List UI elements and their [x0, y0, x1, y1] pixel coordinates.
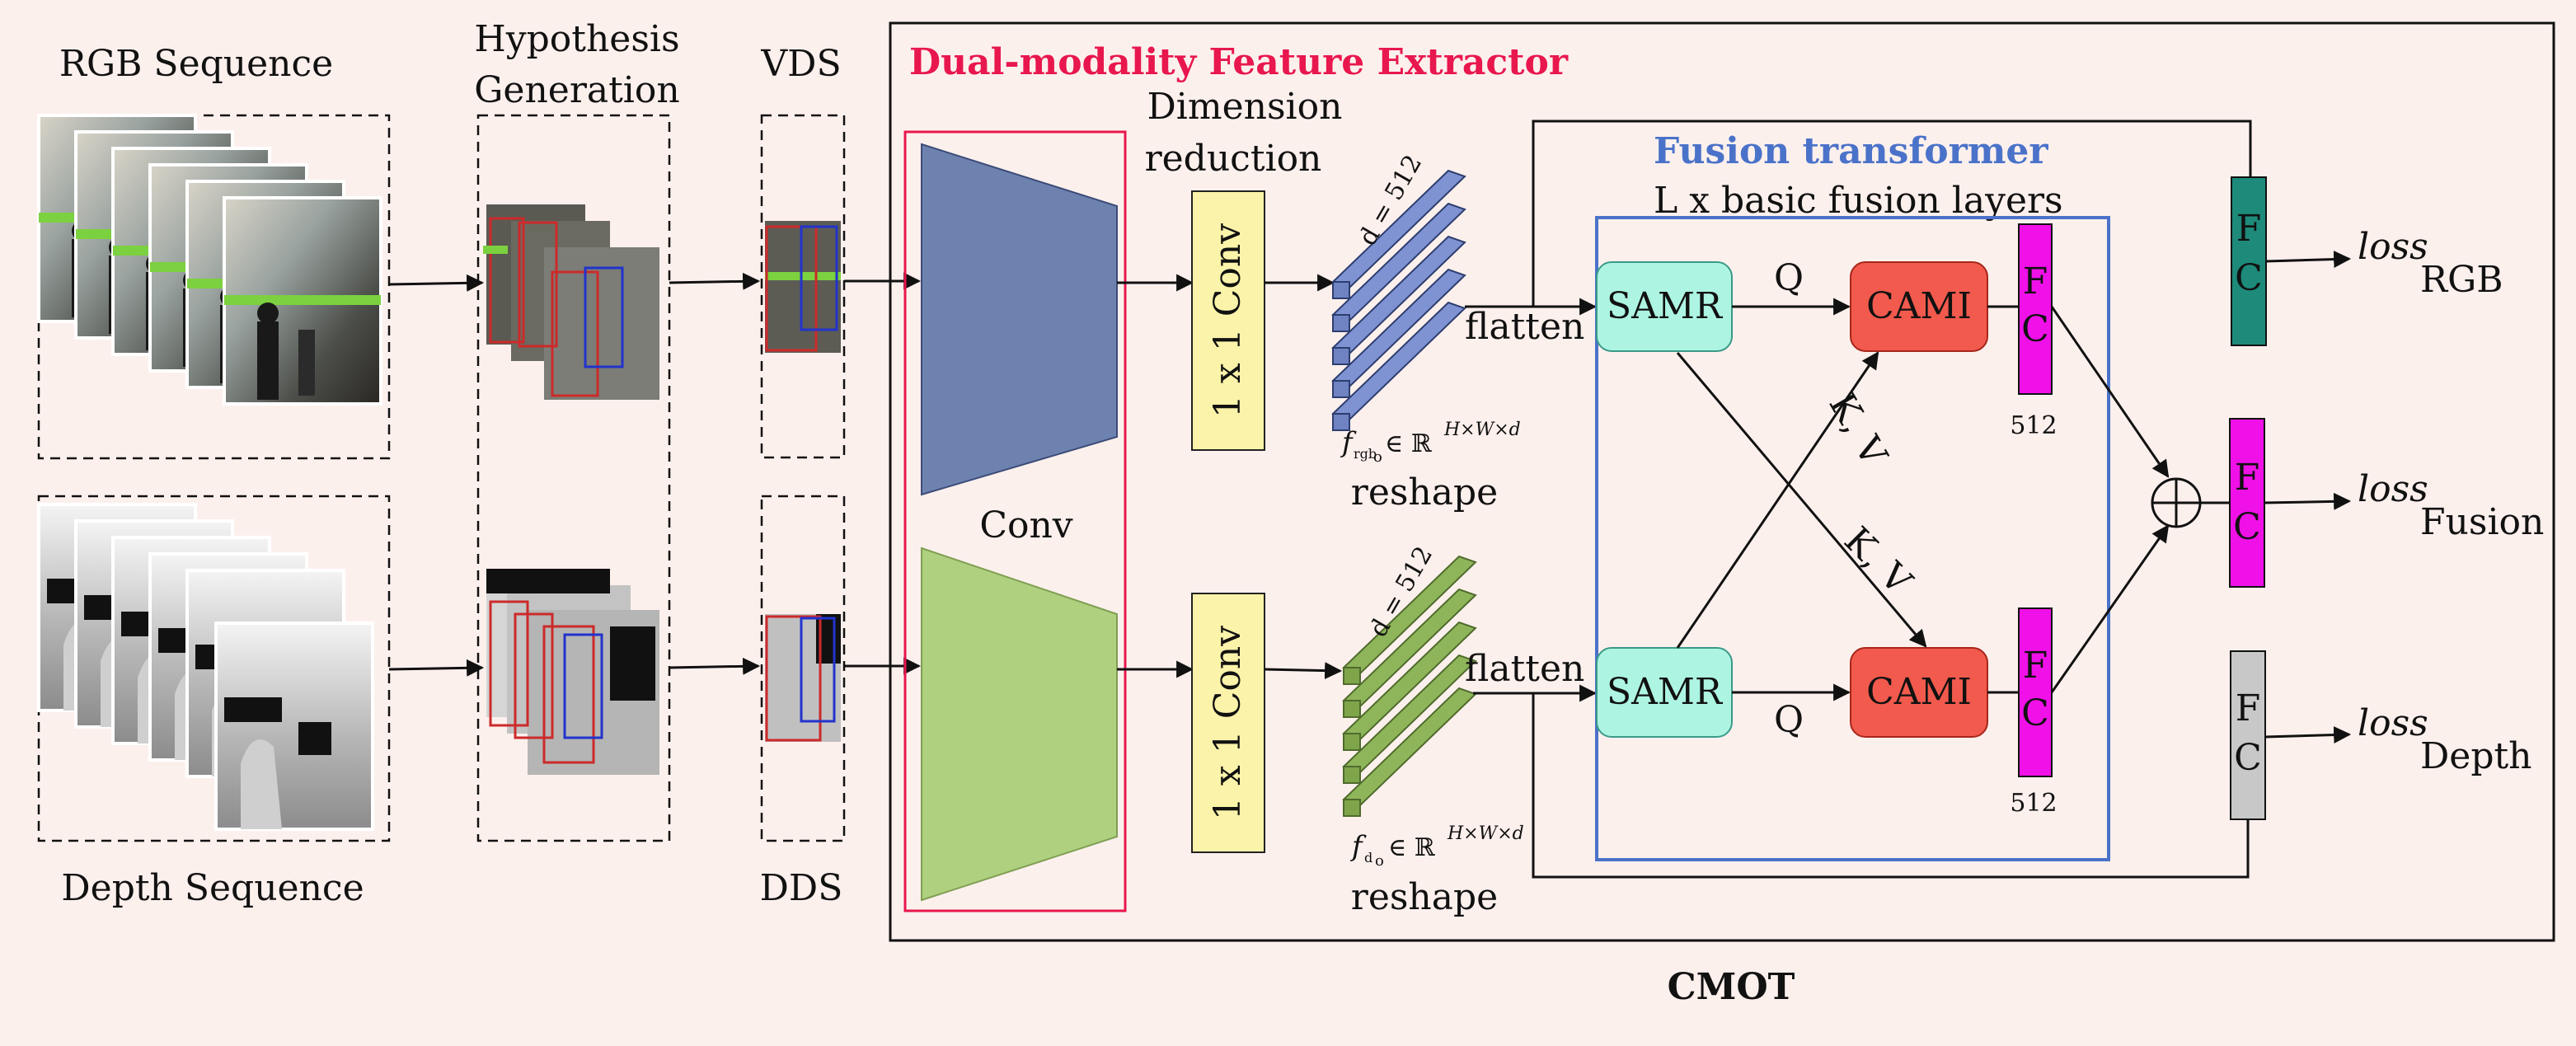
loss-rgb-label: loss	[2358, 226, 2428, 268]
conv1x1-depth-label: 1 x 1 Conv	[1207, 626, 1249, 820]
arrow-depth-to-hypothesis	[388, 659, 485, 677]
depth-sequence-label: Depth Sequence	[61, 867, 364, 909]
loss-depth-sub: Depth	[2420, 735, 2532, 777]
kv-lower-label: K, V	[1836, 519, 1920, 603]
q-depth-label: Q	[1774, 699, 1804, 741]
rgb-frame-stack	[37, 114, 382, 406]
reshape-depth-label: reshape	[1351, 876, 1498, 918]
svg-text:d: d	[1364, 850, 1372, 865]
kv-upper-label: K, V	[1820, 386, 1895, 474]
rgb-hypothesis-crops	[483, 204, 659, 400]
fc-fusion-out-block	[2229, 418, 2265, 588]
fc-rgb-out-c: C	[2235, 257, 2263, 299]
arrow-loss-fusion	[2264, 492, 2352, 510]
fc-depth-512-f: F	[2023, 645, 2048, 687]
vds-crop	[765, 221, 841, 353]
f-rgb-notation: f rgb o ∈ ℝ H×W×d	[1340, 420, 1521, 466]
dds-crop	[765, 614, 841, 742]
fc-rgb-512-block	[2018, 223, 2053, 395]
fc-rgb-out-block	[2231, 176, 2267, 346]
vds-box	[760, 114, 846, 459]
samr-depth-label: SAMR	[1607, 671, 1724, 713]
svg-text:rgb: rgb	[1354, 446, 1377, 462]
extractor-box	[903, 130, 1127, 912]
hypothesis-label-line1: Hypothesis	[474, 18, 679, 60]
fc-depth-out-block	[2230, 650, 2266, 820]
svg-text:o: o	[1373, 448, 1382, 466]
sum-icon	[2151, 477, 2202, 528]
dds-label: DDS	[760, 867, 843, 909]
q-rgb-label: Q	[1774, 257, 1804, 299]
loss-depth-label: loss	[2358, 702, 2428, 744]
arrow-fc-rgb-to-sum	[2050, 306, 2170, 478]
fc-fusion-out-c: C	[2233, 506, 2261, 548]
conv-rgb-block	[921, 143, 1118, 496]
fc-depth-out-f: F	[2236, 687, 2261, 729]
arrow-1x1-depth-to-stack	[1264, 662, 1343, 680]
fc-rgb-512-f: F	[2023, 260, 2048, 303]
f-depth-notation: f d o ∈ ℝ H×W×d	[1349, 823, 1524, 870]
fc-depth-512-block	[2018, 607, 2053, 777]
arrow-loss-depth	[2264, 726, 2352, 744]
conv-depth-block	[921, 546, 1118, 902]
dds-box	[760, 495, 846, 842]
svg-text:o: o	[1375, 852, 1384, 870]
cami-rgb-label: CAMI	[1866, 285, 1972, 327]
depth-frame-stack	[37, 503, 374, 831]
conv1x1-rgb-block	[1191, 190, 1265, 451]
cmot-label: CMOT	[1668, 966, 1795, 1008]
fusion-title: Fusion transformer	[1654, 130, 2048, 172]
rgb-top-bypass-line	[1465, 120, 2252, 308]
fusion-subtitle: L x basic fusion layers	[1654, 180, 2063, 222]
hypothesis-box	[476, 114, 671, 842]
fc-fusion-out-f: F	[2235, 457, 2260, 499]
fc-rgb-out-f: F	[2236, 208, 2262, 250]
dim-red-label-line1: Dimension	[1147, 86, 1343, 128]
loss-rgb-sub: RGB	[2420, 259, 2503, 301]
dim-512-depth-label: 512	[2010, 789, 2057, 818]
extractor-title: Dual-modality Feature Extractor	[909, 41, 1569, 83]
hypothesis-label-line2: Generation	[474, 69, 679, 111]
loss-fusion-label: loss	[2358, 468, 2428, 510]
arrow-fc-depth-to-sum	[2050, 524, 2170, 693]
flatten-rgb-label: flatten	[1465, 306, 1584, 348]
arrow-rgb-to-hypothesis	[388, 274, 485, 292]
dim-red-label-line2: reduction	[1145, 138, 1322, 180]
rgb-feature-stack	[1331, 169, 1466, 431]
cami-depth-label: CAMI	[1866, 671, 1972, 713]
fc-rgb-512-c: C	[2021, 308, 2049, 350]
arrow-loss-rgb	[2265, 251, 2352, 269]
rgb-sequence-label: RGB Sequence	[59, 43, 333, 85]
fusion-box	[1595, 216, 2110, 861]
dim-512-rgb-label: 512	[2010, 411, 2057, 440]
conv1x1-rgb-label: 1 x 1 Conv	[1207, 223, 1249, 418]
reshape-rgb-label: reshape	[1351, 471, 1498, 514]
fc-depth-out-c: C	[2234, 737, 2262, 779]
depth-bottom-bypass-line	[1473, 692, 2250, 879]
cmot-frame	[889, 21, 2555, 942]
fc-depth-512-c: C	[2021, 692, 2049, 734]
svg-text:H×W×d: H×W×d	[1443, 420, 1521, 440]
vds-label: VDS	[760, 43, 841, 85]
samr-rgb-label: SAMR	[1607, 285, 1724, 327]
conv1x1-depth-block	[1191, 593, 1265, 853]
arrow-hypothesis-to-dds	[669, 657, 761, 675]
conv-label: Conv	[979, 504, 1072, 546]
depth-feature-stack	[1342, 555, 1477, 817]
depth-hypothesis-crops	[486, 569, 659, 775]
svg-text:∈ ℝ: ∈ ℝ	[1388, 833, 1436, 862]
svg-text:H×W×d: H×W×d	[1447, 823, 1524, 844]
arrow-samr-depth-kv-to-cami-rgb	[1676, 351, 1879, 649]
svg-text:∈ ℝ: ∈ ℝ	[1385, 429, 1433, 458]
arrow-samr-rgb-kv-to-cami-depth	[1676, 352, 1927, 648]
loss-fusion-sub: Fusion	[2420, 501, 2544, 543]
flatten-depth-label: flatten	[1465, 648, 1584, 690]
arrow-hypothesis-to-vds	[669, 272, 761, 290]
